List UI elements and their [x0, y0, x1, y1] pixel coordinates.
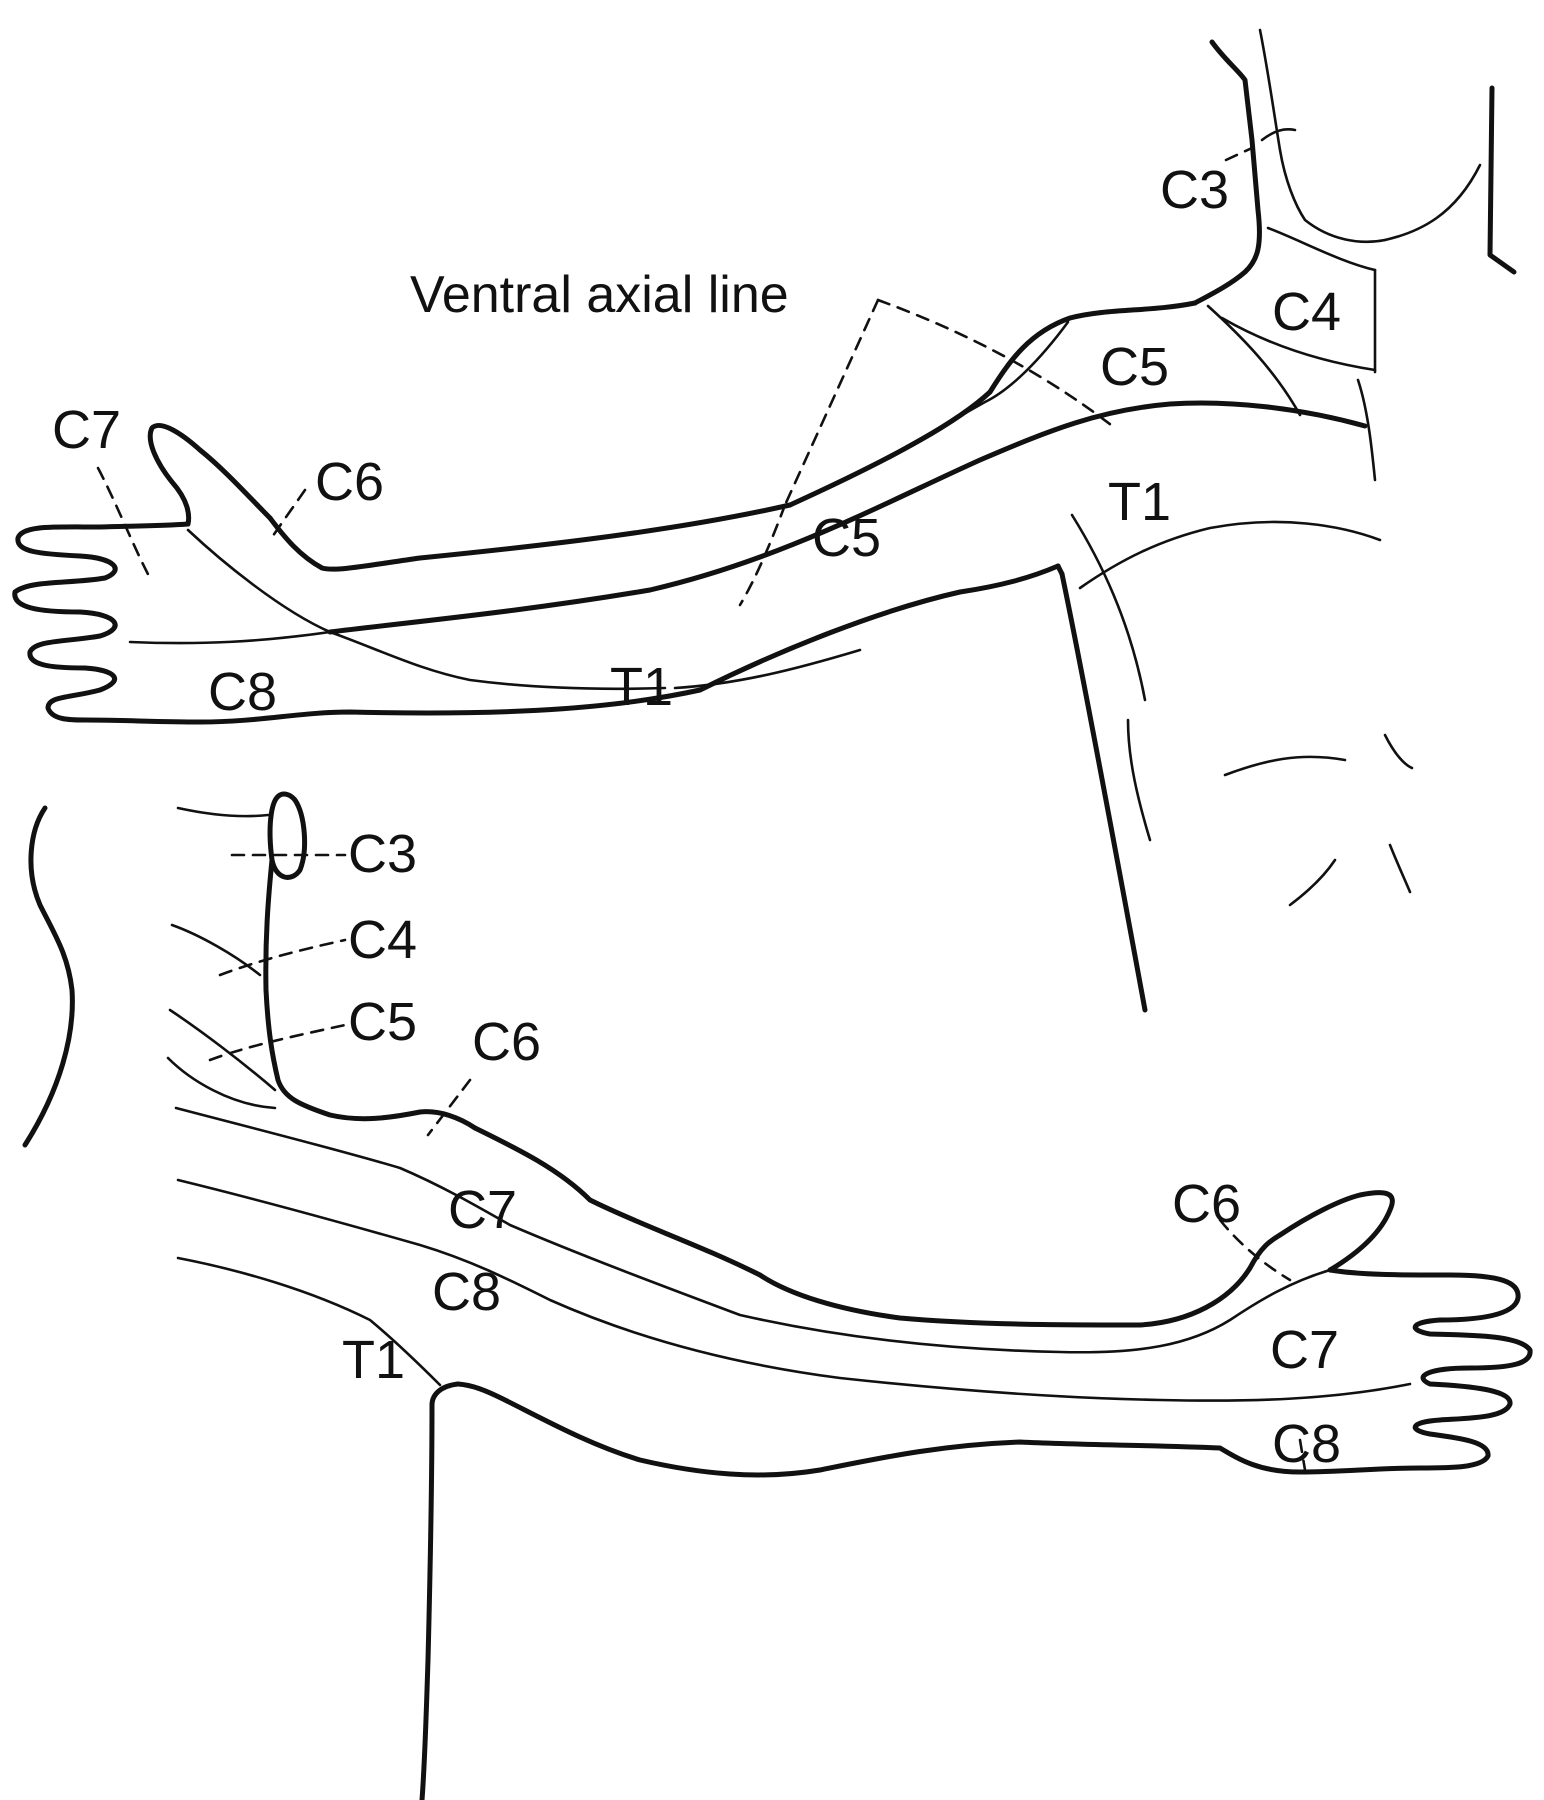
front-torso-side-line: [1059, 571, 1148, 1013]
back-neck-band-2: [170, 923, 262, 977]
front-c7-leader: [96, 466, 152, 580]
front-thumb-outline: [147, 423, 273, 527]
back-armpit-outline: [429, 1381, 461, 1408]
front-arm-bottom-outline: [82, 563, 1061, 725]
back-c6-shoulder-label: C6: [472, 1012, 541, 1072]
back-neck-band-1: [176, 806, 270, 818]
back-view: C3 C4 C5 C6 C7 C8 T1 C6 C7 C8: [22, 791, 1533, 1800]
front-ventral-axial-leader-1: [783, 298, 880, 507]
back-c6-shoulder-leader: [426, 1078, 472, 1137]
back-t1-label: T1: [342, 1330, 405, 1390]
back-neck-band-4: [166, 1056, 277, 1110]
back-neck-outline: [263, 857, 478, 1131]
back-torso-side-outline: [419, 1402, 435, 1800]
back-c7-arm-label: C7: [448, 1180, 517, 1240]
back-c6-thumb-label: C6: [1172, 1174, 1241, 1234]
front-ventral-axial-leader-2: [876, 298, 1117, 430]
front-t1-chest-line: [1078, 520, 1382, 590]
back-c4-leader: [218, 938, 347, 977]
back-head-outline: [22, 805, 75, 1148]
back-c7-band-line: [174, 1106, 1332, 1354]
front-torso-curve-2: [1288, 858, 1337, 907]
back-c8-hand-label: C8: [1272, 1414, 1341, 1474]
front-fingers-outline: [12, 521, 191, 723]
front-c8-line: [128, 630, 332, 645]
back-c3-label: C3: [348, 824, 417, 884]
back-arm-top-outline: [472, 1125, 1283, 1328]
front-torso-inner-line: [1126, 718, 1152, 842]
front-arm-top-outline: [267, 502, 793, 572]
front-neck-left-outline: [1192, 39, 1262, 306]
back-c8-hand-leader: [1298, 1438, 1307, 1472]
front-c3-leader: [1224, 146, 1254, 162]
front-c3-band-line: [1260, 128, 1297, 142]
front-c4-band-bottom: [1220, 316, 1377, 372]
front-neck-inner-line: [1258, 28, 1387, 244]
back-t1-band-line: [176, 1256, 442, 1387]
front-t1-forearm-label: T1: [610, 657, 673, 717]
front-c5-chest-line: [1206, 304, 1302, 417]
front-jaw-line: [1383, 163, 1482, 242]
back-arm-bottom-outline: [455, 1381, 1303, 1478]
front-ventral-axial-label: Ventral axial line: [410, 266, 789, 324]
front-view: Ventral axial line C3 C4 C5 T1 C5 C6 C7 …: [12, 28, 1517, 1013]
back-c7-hand-label: C7: [1270, 1320, 1339, 1380]
front-t1-arm-label: T1: [1108, 472, 1171, 532]
back-c6-thumb-leader: [1218, 1218, 1292, 1282]
front-c5-shoulder-inner: [798, 320, 1070, 502]
back-c4-label: C4: [348, 910, 417, 970]
front-chest-vertical-line: [1070, 513, 1147, 702]
back-neck-band-3: [168, 1008, 277, 1092]
back-c8-band-line: [176, 1178, 1412, 1402]
front-ventral-axial-leader-3: [738, 503, 787, 607]
front-c6-c8-crossing: [186, 528, 667, 691]
front-torso-curve-1: [1223, 755, 1347, 777]
front-c8-label: C8: [208, 662, 277, 722]
front-torso-curve-3: [1383, 733, 1414, 770]
back-ear-outline: [267, 791, 307, 880]
front-c6-label: C6: [315, 452, 384, 512]
back-thumb-outline: [1277, 1190, 1395, 1273]
front-face-edge: [1487, 85, 1517, 275]
back-c5-leader: [208, 1023, 347, 1062]
front-t1-forearm-line: [673, 648, 862, 690]
back-c5-label: C5: [348, 992, 417, 1052]
front-chest-mid-line: [1356, 378, 1377, 482]
front-c5-forearm-label: C5: [812, 508, 881, 568]
front-torso-curve-4: [1388, 843, 1412, 894]
front-c7-label: C7: [52, 400, 121, 460]
front-c3-label: C3: [1160, 160, 1229, 220]
front-c4-label: C4: [1272, 282, 1341, 342]
front-arm-upper-boundary: [327, 400, 1368, 635]
front-c5-shoulder-label: C5: [1100, 337, 1169, 397]
front-c4-band-top: [1266, 226, 1377, 272]
front-c6-leader: [268, 488, 307, 542]
back-fingers-outline: [1297, 1267, 1533, 1475]
back-c8-arm-label: C8: [432, 1262, 501, 1322]
